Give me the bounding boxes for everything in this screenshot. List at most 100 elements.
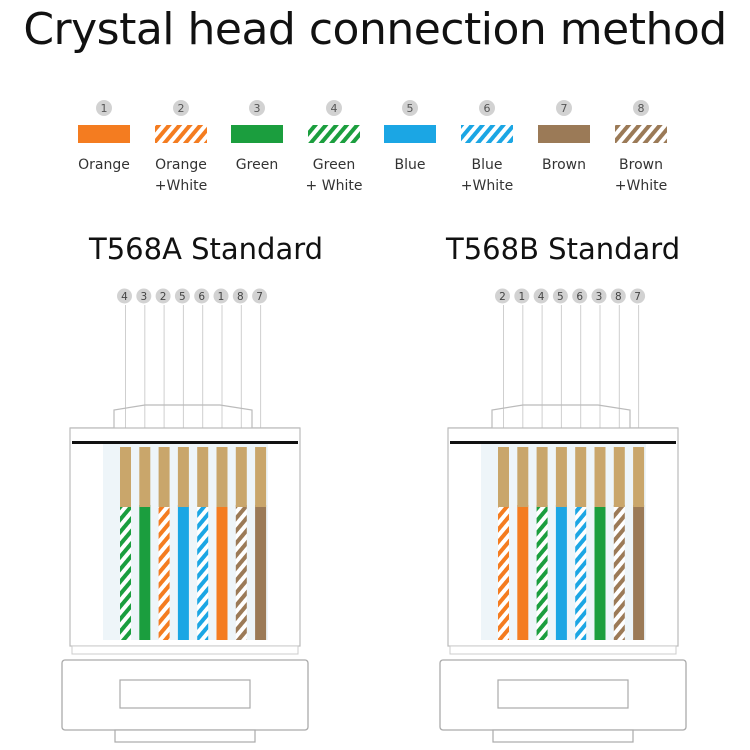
t568b-pin-number: 3 [596,291,603,303]
t568a-contact-2 [158,447,170,507]
t568b-contact-3 [594,447,606,507]
legend-label-line1: Orange [155,157,207,173]
t568a-pin-badge-3 [136,288,152,304]
t568b-pin-badge-4 [533,288,549,304]
t568b-pin-badge-1 [514,288,530,304]
t568a-contact-5 [177,447,189,507]
t568b-pin-badge-7 [630,288,646,304]
t568a-wire-3 [139,505,151,640]
legend-label-line1: Blue [394,157,426,173]
legend-label-3: Green [212,155,302,176]
page-title: Crystal head connection method [23,4,727,55]
t568a-wire-1 [216,505,228,640]
legend-badge-1 [96,100,112,116]
legend-badge-3 [249,100,265,116]
t568a-pin-badge-6 [194,288,210,304]
t568a-pin-number: 5 [179,291,186,303]
t568b-title: T568B Standard [446,232,681,266]
t568b-wire-5 [555,505,567,640]
legend-label-5: Blue [365,155,455,176]
legend-label-line2: + White [305,178,363,194]
t568b-contact-1 [517,447,529,507]
t568b-latch-slot [497,679,629,709]
t568a-pin-badge-4 [117,288,132,304]
t568a-wire-8 [235,505,247,640]
legend-badge-number: 1 [101,102,108,115]
t568a-wire-2 [158,505,170,640]
t568b-wire-4 [536,505,548,640]
t568b-pin-number: 5 [557,291,564,303]
t568a-latch-tab [114,729,256,743]
legend-label-line1: Green [235,157,279,173]
legend-badge-5 [402,100,418,116]
legend-label-line2: +White [460,178,514,194]
t568b-contact-7 [633,447,645,507]
legend-swatch-6 [461,125,513,143]
legend-swatch-8 [615,125,667,143]
t568b-pin-number: 1 [518,291,525,303]
t568a-pin-number: 1 [218,291,225,303]
t568a-pin-badge-7 [252,288,268,304]
t568b-pin-number: 2 [499,291,506,303]
t568b-pin-badge-5 [552,288,568,304]
legend-label-line2: +White [154,178,208,194]
legend-badge-number: 4 [331,102,338,115]
legend-badge-number: 6 [484,102,491,115]
legend-label-line1: Brown [542,157,586,173]
t568a-pin-badge-5 [174,288,190,304]
t568b-wire-6 [575,505,587,640]
t568a-wire-5 [177,505,189,640]
t568a-contact-8 [235,447,247,507]
legend-label-line1: Blue [471,157,503,173]
legend-badge-8 [633,100,649,116]
legend-swatch-4 [308,125,360,143]
t568b-pin-badge-8 [610,288,626,304]
t568b-pin-badge-2 [495,288,510,304]
t568a-pin-number: 3 [140,291,147,303]
t568b-wire-2 [498,505,509,640]
legend-label-line1: Brown [619,157,663,173]
t568b-pin-badge-6 [572,288,588,304]
t568a-pin-number: 4 [121,291,128,303]
legend-badge-6 [479,100,495,116]
legend-label-2: Orange +White [136,155,226,197]
t568b-contact-6 [575,447,587,507]
legend-badge-number: 3 [254,102,261,115]
t568a-pin-number: 6 [198,291,205,303]
t568a-base-strip [71,645,299,655]
t568b-pin-number: 4 [538,291,545,303]
t568b-contact-5 [555,447,567,507]
t568b-latch-tab [492,729,634,743]
legend-label-4: Green + White [289,155,379,197]
t568a-contact-4 [120,447,131,507]
t568a-contact-bar [72,441,298,444]
t568b-pin-number: 6 [576,291,583,303]
t568b-base-strip [449,645,677,655]
legend-swatch-3 [231,125,283,143]
legend-label-line2: +White [614,178,668,194]
t568a-pin-number: 7 [256,291,263,303]
legend-label-8: Brown +White [596,155,686,197]
legend-badge-7 [556,100,572,116]
t568a-contact-1 [216,447,228,507]
t568a-pin-badge-8 [232,288,248,304]
legend-swatch-5 [384,125,436,143]
t568b-contact-4 [536,447,548,507]
t568b-wire-3 [594,505,606,640]
legend-label-line1: Orange [78,157,130,173]
t568a-pin-number: 8 [237,291,244,303]
t568b-housing-top [448,404,678,429]
legend-badge-2 [173,100,189,116]
t568a-housing-top [70,404,300,429]
t568a-contact-6 [197,447,209,507]
t568b-contact-2 [498,447,509,507]
legend-badge-number: 5 [407,102,414,115]
t568a-wire-6 [197,505,209,640]
legend-label-line1: Green [312,157,356,173]
t568a-contact-3 [139,447,151,507]
legend-swatch-1 [78,125,130,143]
legend-badge-number: 2 [178,102,185,115]
legend-label-1: Orange [59,155,149,176]
t568a-title: T568A Standard [89,232,324,266]
t568a-wire-7 [255,505,267,640]
